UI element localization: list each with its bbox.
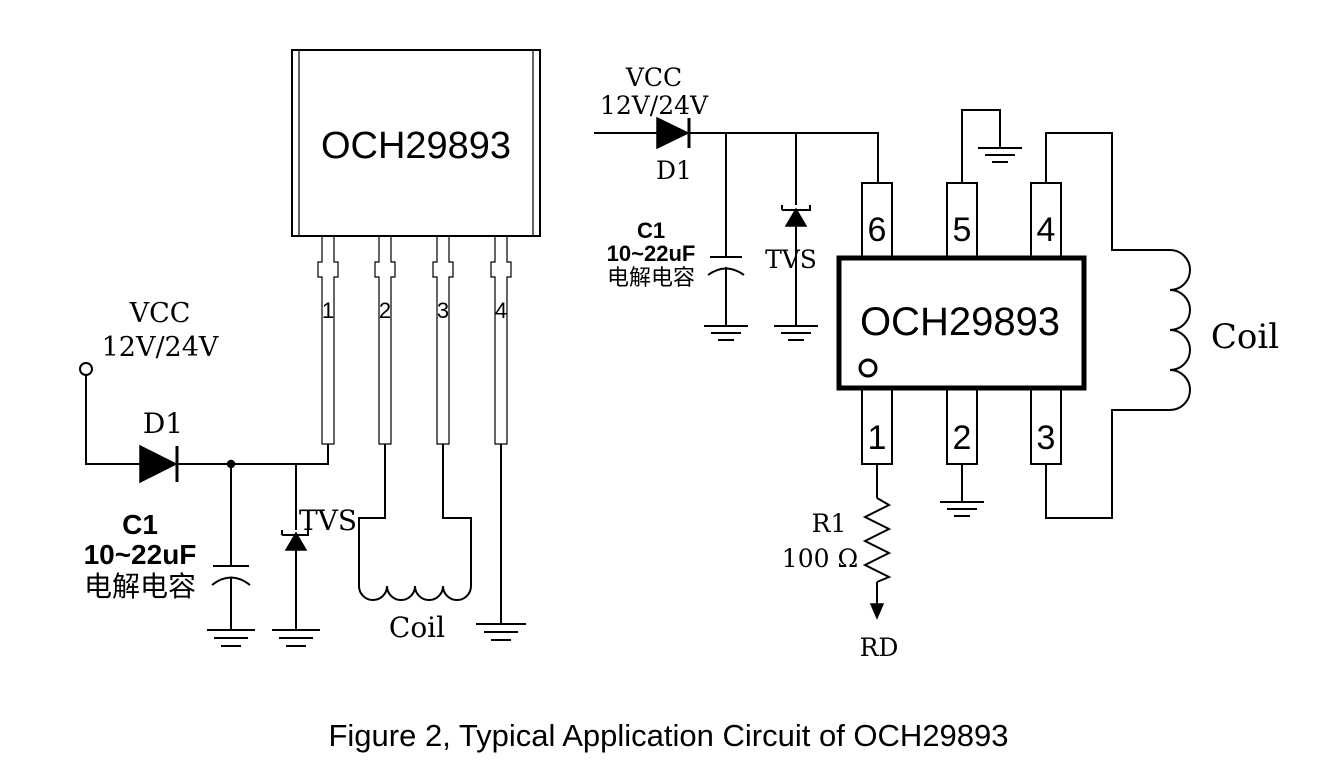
left-pin-3-label: 3 — [437, 298, 449, 323]
right-resistor-value: 100 Ω — [782, 544, 858, 573]
left-diode-label: D1 — [143, 407, 183, 440]
right-pin-2-label: 2 — [953, 419, 972, 457]
right-cap-value: 10~22uF — [607, 241, 696, 266]
figure-caption: Figure 2, Typical Application Circuit of… — [328, 718, 1009, 753]
left-tvs-diode: TVS — [272, 464, 357, 647]
left-cap-type: 电解电容 — [84, 570, 196, 603]
right-resistor-r1: R1 100 Ω RD — [782, 464, 899, 662]
right-pin-1-label: 1 — [868, 419, 887, 457]
right-pin-3-label: 3 — [1037, 419, 1056, 457]
left-vcc-terminal: VCC 12V/24V — [79, 298, 219, 376]
right-cap-type: 电解电容 — [607, 266, 695, 291]
left-cap-value: 10~22uF — [84, 539, 197, 570]
left-pin-2-label: 2 — [379, 298, 391, 323]
right-circuit: VCC 12V/24V D1 C1 10~22uF 电解电容 — [594, 63, 1279, 662]
left-pin-4-label: 4 — [495, 298, 507, 323]
right-coil: Coil — [1045, 132, 1279, 519]
left-coil-label: Coil — [389, 611, 445, 644]
right-vcc-voltage: 12V/24V — [600, 91, 709, 120]
left-coil: Coil — [358, 444, 472, 644]
right-pin5-ground — [961, 109, 1022, 183]
right-ic-label: OCH29893 — [860, 300, 1060, 344]
right-coil-label: Coil — [1211, 317, 1279, 357]
right-diode-label: D1 — [656, 156, 692, 185]
right-output-label: RD — [860, 633, 899, 662]
right-pin-6-label: 6 — [868, 211, 887, 249]
left-vcc-voltage: 12V/24V — [102, 332, 219, 363]
left-vcc-label: VCC — [129, 298, 191, 329]
right-tvs-label: TVS — [765, 245, 817, 274]
left-cap-name: C1 — [122, 509, 158, 540]
right-capacitor-c1: C1 10~22uF 电解电容 — [607, 133, 748, 341]
right-pin-5-label: 5 — [953, 211, 972, 249]
right-ic-package: OCH29893 6 5 4 1 2 3 — [836, 182, 1087, 465]
left-diode-d1: D1 — [85, 375, 329, 484]
left-pin4-ground — [476, 444, 526, 641]
left-ic-label: OCH29893 — [321, 125, 511, 167]
right-diode-d1: VCC 12V/24V D1 — [594, 63, 879, 185]
right-pin2-ground — [940, 464, 984, 517]
left-pin-1-label: 1 — [322, 298, 334, 323]
right-tvs-diode: TVS — [765, 133, 818, 341]
left-capacitor-c1: C1 10~22uF 电解电容 — [84, 464, 255, 647]
left-ic-package: OCH29893 — [291, 49, 541, 237]
right-pin-4-label: 4 — [1037, 211, 1056, 249]
left-ic-leads: 1 2 3 4 — [317, 236, 512, 445]
left-tvs-label: TVS — [299, 504, 357, 537]
right-cap-name: C1 — [637, 218, 665, 243]
left-circuit: OCH29893 1 2 3 4 VCC 12V/24V D1 — [79, 49, 541, 647]
right-vcc-label: VCC — [625, 63, 682, 92]
right-resistor-name: R1 — [812, 509, 847, 538]
